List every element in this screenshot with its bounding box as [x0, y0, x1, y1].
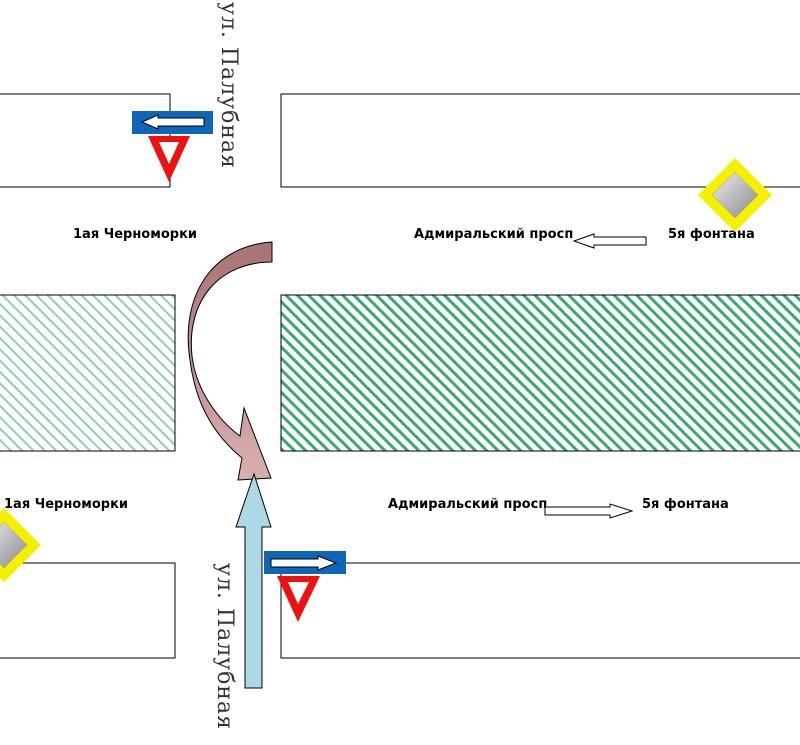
road-label-lower-left: 1ая Черноморки: [4, 497, 128, 512]
median-left: [0, 294, 176, 452]
priority-road-sign-top: [698, 158, 772, 232]
one-way-arrow-icon: [270, 555, 338, 571]
median-right: [280, 294, 800, 452]
one-way-sign-bottom: [264, 551, 346, 574]
road-label-upper-right: 5я фонтана: [668, 227, 755, 242]
direction-arrow-left-icon: [572, 233, 647, 249]
one-way-sign-top: [132, 111, 213, 134]
road-label-lower-center: Адмиральский просп: [388, 497, 547, 512]
yield-sign-top: [148, 136, 190, 182]
yield-sign-bottom: [277, 576, 320, 622]
priority-road-sign-bottom: [0, 508, 41, 582]
road-label-lower-right: 5я фонтана: [642, 497, 729, 512]
road-label-upper-left: 1ая Черноморки: [73, 227, 197, 242]
block-top-right: [280, 93, 800, 188]
street-label-bottom: ул. Палубная: [212, 563, 237, 730]
straight-arrow-icon: [235, 472, 272, 689]
street-label-top: ул. Палубная: [216, 2, 241, 169]
block-top-left: [0, 93, 171, 188]
one-way-arrow-icon: [140, 114, 205, 130]
block-bottom-left: [0, 562, 176, 659]
block-bottom-right: [280, 562, 800, 659]
u-turn-arrow-icon: [187, 241, 273, 481]
road-label-upper-center: Адмиральский просп: [414, 227, 573, 242]
direction-arrow-right-icon: [544, 503, 634, 519]
